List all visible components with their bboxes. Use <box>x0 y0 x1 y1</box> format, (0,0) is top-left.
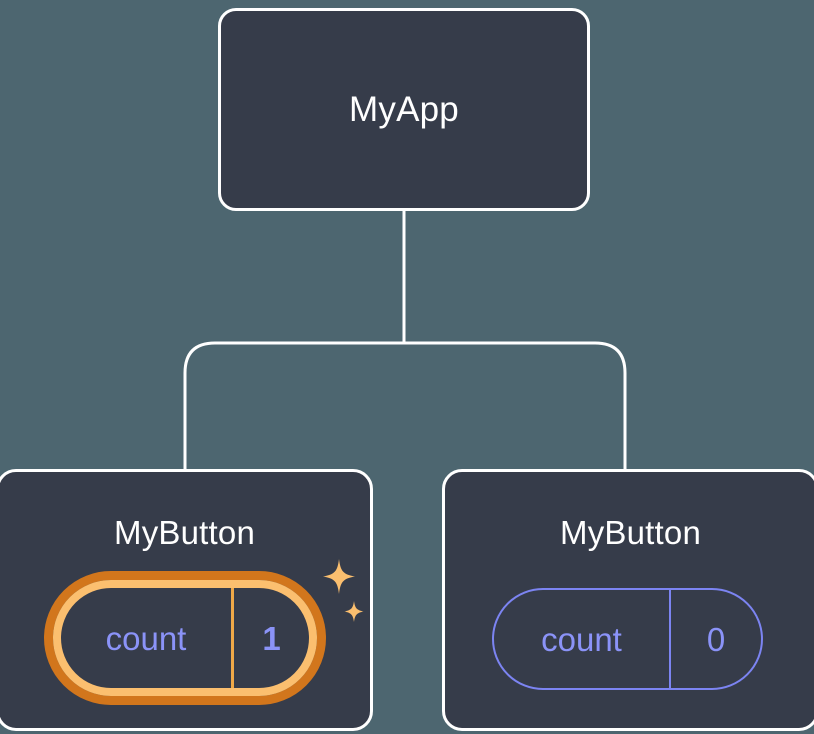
connector-branch-bus <box>183 341 627 470</box>
state-pill-inner-ring: count 1 <box>53 580 317 696</box>
node-mybutton-left-title: MyButton <box>114 514 255 551</box>
state-pill-right-value: 0 <box>706 620 726 658</box>
state-pill-count-plain[interactable]: count 0 <box>492 588 763 690</box>
state-pill-right-key: count <box>494 590 671 688</box>
state-pill-left-wrap: count 1 <box>44 571 326 705</box>
node-myapp[interactable]: MyApp <box>218 8 590 211</box>
state-pill-right-wrap: count 0 <box>492 588 763 690</box>
node-mybutton-right-title: MyButton <box>560 514 701 551</box>
state-pill-left-value: 1 <box>262 619 281 657</box>
state-pill-left-key: count <box>61 588 234 688</box>
node-myapp-title: MyApp <box>349 90 459 129</box>
state-pill-count-highlighted[interactable]: count 1 <box>44 571 326 705</box>
